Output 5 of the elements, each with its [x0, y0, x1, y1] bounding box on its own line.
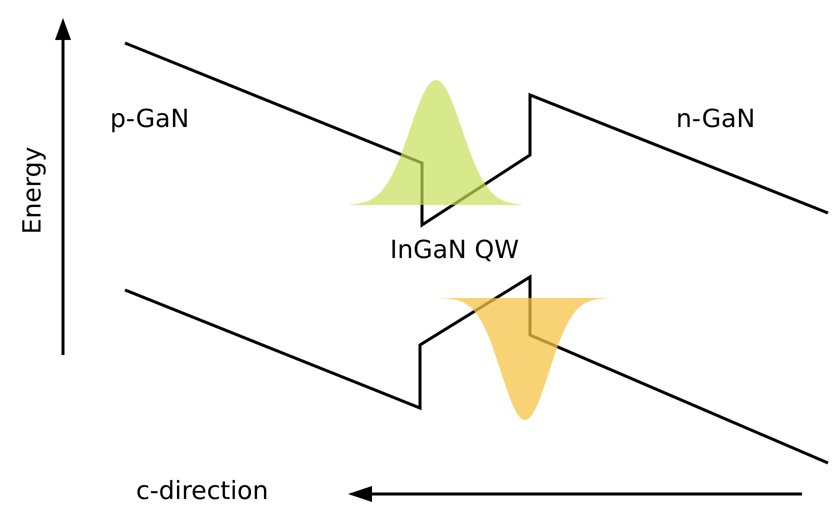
region-label: n-GaN — [676, 106, 756, 131]
axis-label: Energy — [19, 146, 44, 234]
region-label: p-GaN — [110, 106, 190, 131]
region-label: InGaN QW — [390, 237, 519, 262]
region-label: c-direction — [136, 478, 268, 503]
